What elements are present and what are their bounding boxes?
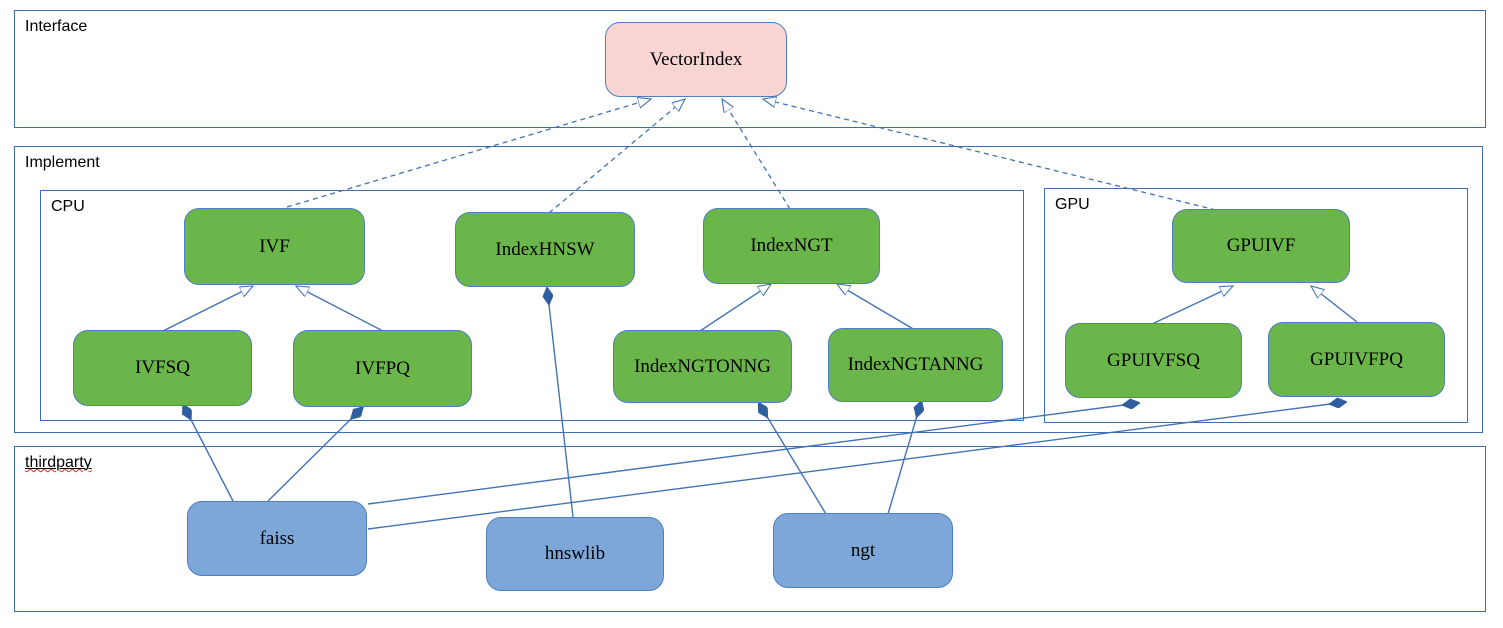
node-ivfsq-label: IVFSQ — [135, 357, 190, 378]
node-ivfsq[interactable]: IVFSQ — [73, 330, 252, 406]
interface-container-label: Interface — [25, 18, 88, 35]
node-indexngt[interactable]: IndexNGT — [703, 208, 880, 284]
implement-container-label: Implement — [25, 154, 100, 171]
node-indexngt-label: IndexNGT — [750, 235, 833, 256]
node-gpuivf-label: GPUIVF — [1226, 235, 1296, 256]
node-hnswlib-label: hnswlib — [544, 543, 606, 564]
node-ivfpq[interactable]: IVFPQ — [293, 330, 472, 407]
node-ngt[interactable]: ngt — [773, 513, 953, 588]
node-ivf-label: IVF — [259, 235, 290, 257]
node-faiss[interactable]: faiss — [187, 501, 367, 576]
cpu-container-label: CPU — [51, 198, 85, 215]
node-ivfpq-label: IVFPQ — [355, 357, 410, 379]
thirdparty-label-misspelled-text: thirdparty — [25, 454, 92, 471]
node-indexngtanng-label: IndexNGTANNG — [847, 354, 984, 375]
node-indexhnsw-label: IndexHNSW — [495, 238, 595, 260]
node-indexngtonng-label: IndexNGTONNG — [634, 355, 771, 377]
node-gpuivfpq-label: GPUIVFPQ — [1310, 348, 1403, 370]
node-gpuivfsq[interactable]: GPUIVFSQ — [1065, 323, 1242, 398]
node-vectorindex[interactable]: VectorIndex — [605, 22, 787, 97]
gpu-container-label: GPU — [1055, 196, 1090, 213]
node-gpuivfsq-label: GPUIVFSQ — [1107, 349, 1200, 371]
node-ngt-label: ngt — [850, 539, 876, 561]
node-indexngtonng[interactable]: IndexNGTONNG — [613, 330, 792, 403]
node-indexngtanng[interactable]: IndexNGTANNG — [828, 328, 1003, 402]
node-gpuivfpq[interactable]: GPUIVFPQ — [1268, 322, 1445, 397]
node-indexhnsw[interactable]: IndexHNSW — [455, 212, 635, 287]
node-vectorindex-label: VectorIndex — [649, 48, 743, 70]
node-ivf[interactable]: IVF — [184, 208, 365, 285]
thirdparty-container-label: thirdparty — [25, 454, 92, 472]
node-faiss-label: faiss — [259, 527, 295, 549]
node-gpuivf[interactable]: GPUIVF — [1172, 209, 1350, 283]
node-hnswlib[interactable]: hnswlib — [486, 517, 664, 591]
